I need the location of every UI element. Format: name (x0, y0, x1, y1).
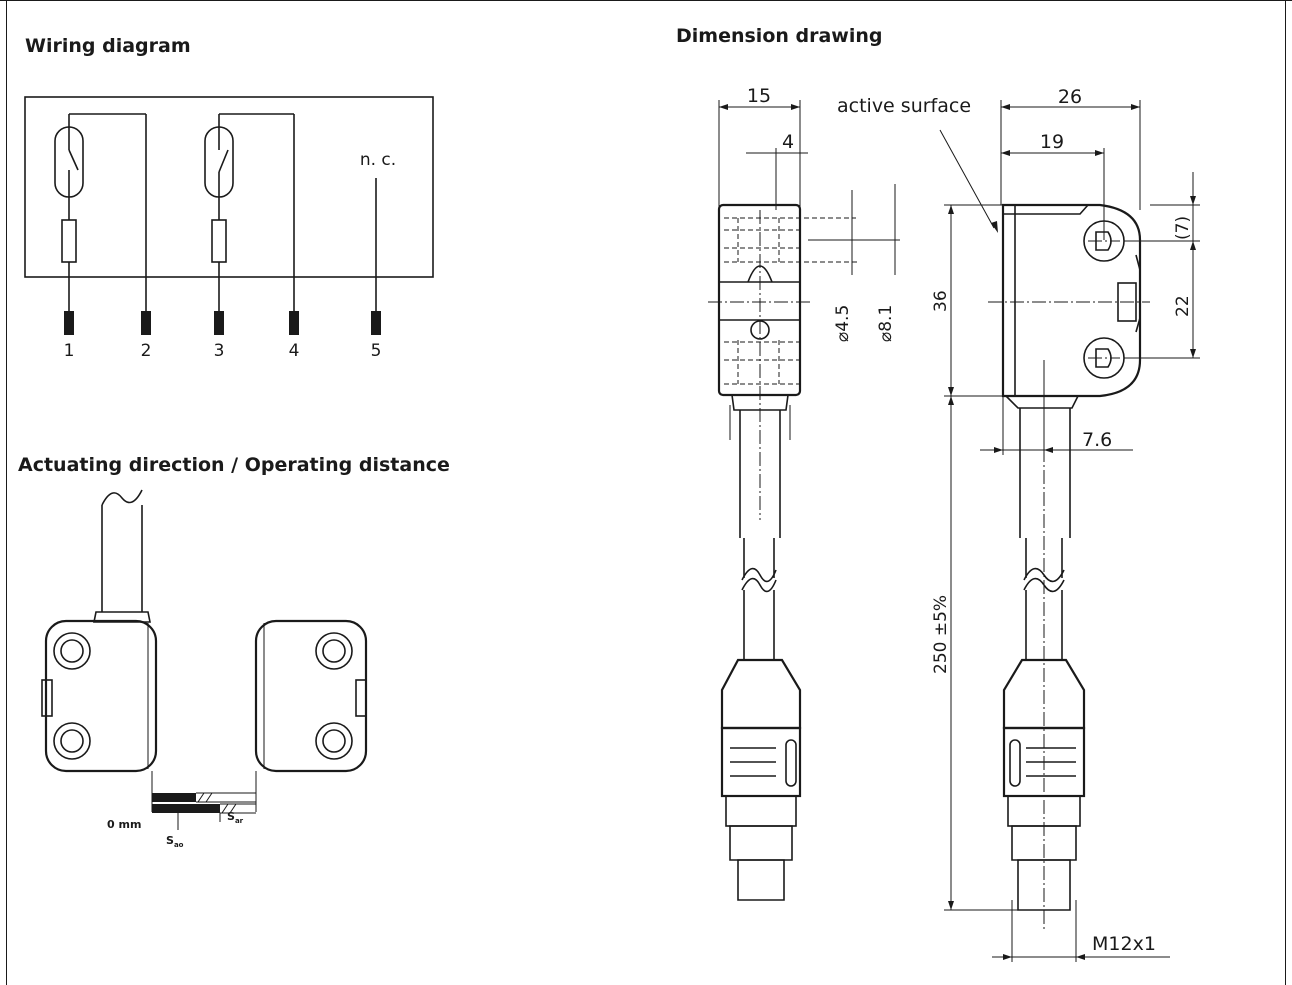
dim-15-label: 15 (747, 85, 771, 107)
thread-m12-label: M12x1 (1092, 933, 1156, 955)
dia-4-5-label: ⌀4.5 (833, 305, 853, 342)
actuator-magnet (254, 619, 368, 773)
pin-3-terminal (214, 311, 224, 335)
sao-label: Sao (166, 834, 184, 849)
operating-distance-bar (151, 771, 257, 830)
pin-2-label: 2 (141, 341, 152, 361)
pin-4-terminal (289, 311, 299, 335)
front-view: active surface 26 19 (7) 22 (837, 86, 1200, 962)
zero-mm-label: 0 mm (107, 818, 141, 831)
active-surface-label: active surface (837, 95, 971, 117)
dim-36-label: 36 (931, 290, 951, 312)
pin-5-terminal (371, 311, 381, 335)
frame-right-line (1285, 0, 1286, 985)
frame-top-line (0, 0, 1292, 1)
dim-26-label: 26 (1058, 86, 1082, 108)
wiring-housing-box (24, 96, 434, 278)
pin-5-label: 5 (371, 341, 382, 361)
dim-19-label: 19 (1040, 131, 1064, 153)
side-view: 15 4 ⌀4.5 ⌀8.1 (708, 85, 900, 901)
dim-22-label: 22 (1173, 295, 1193, 317)
dim-7-6-label: 7.6 (1082, 429, 1112, 451)
dim-4-label: 4 (782, 131, 794, 153)
dim-7-label: (7) (1173, 216, 1193, 240)
reed-switch-2 (204, 113, 295, 312)
dimension-drawing-title: Dimension drawing (676, 25, 883, 47)
actuating-direction-title: Actuating direction / Operating distance (18, 454, 450, 476)
pin-1-label: 1 (64, 341, 75, 361)
pin-4-label: 4 (289, 341, 300, 361)
dia-8-1-label: ⌀8.1 (876, 305, 896, 342)
reed-switch-1 (54, 113, 147, 312)
wiring-diagram-title: Wiring diagram (25, 35, 191, 57)
pin-3-label: 3 (214, 341, 225, 361)
pin-1-terminal (64, 311, 74, 335)
frame-left-line (6, 0, 7, 985)
sensor-body (41, 619, 158, 773)
not-connected-label: n. c. (360, 150, 396, 170)
sar-label: Sar (227, 810, 244, 825)
pin-2-terminal (141, 311, 151, 335)
actuating-diagram: 0 mm Sao Sar (41, 489, 368, 849)
dim-250-label: 250 ±5% (931, 595, 951, 674)
sensor-cable (93, 489, 151, 623)
sensor-front-body (1001, 203, 1142, 398)
wiring-diagram: 1 2 3 4 5 n. c. (24, 96, 434, 361)
